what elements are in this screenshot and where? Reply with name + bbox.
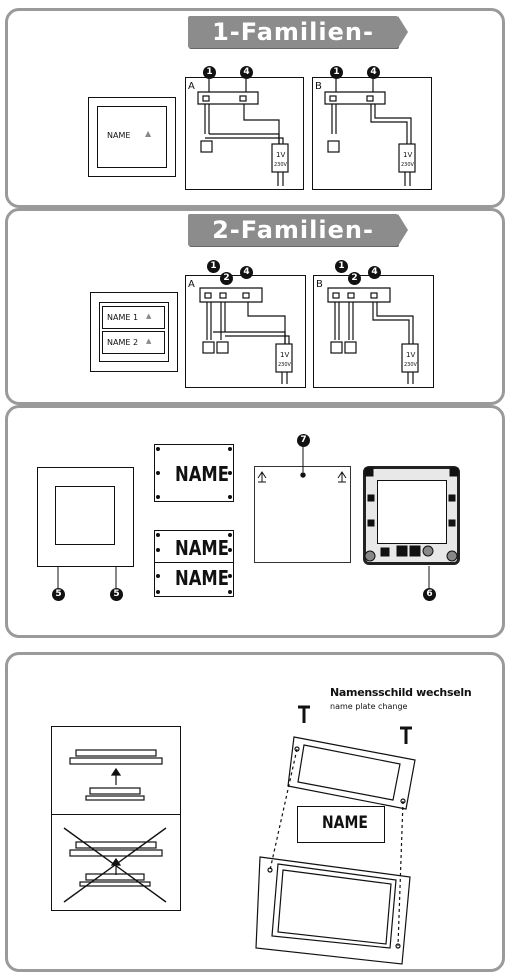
variant-label-b: B <box>316 279 323 290</box>
callout-2: 2 <box>348 272 361 285</box>
name-insert-label: NAME <box>322 813 368 833</box>
callout-1: 1 <box>330 66 343 79</box>
plate-change-subtitle: name plate change <box>330 702 408 711</box>
callout-1: 1 <box>203 66 216 79</box>
mains-label: 230V <box>404 362 417 368</box>
callout-4: 4 <box>240 266 253 279</box>
callout-1: 1 <box>335 260 348 273</box>
nameplate-label: NAME <box>107 131 131 140</box>
name-plate-single-label: NAME <box>175 462 229 486</box>
nameplate-label-1: NAME 1 <box>107 313 139 322</box>
insert-instruction-divider <box>51 814 181 815</box>
mounting-sheet <box>254 466 351 563</box>
relay-label: 1V <box>406 351 416 359</box>
nameplate-label-2: NAME 2 <box>107 338 139 347</box>
relay-label: 1V <box>276 151 286 159</box>
callout-7: 7 <box>297 434 310 447</box>
bell-icon: ▲ <box>146 337 152 345</box>
variant-label-a: A <box>188 279 195 290</box>
wiring-diagram-a <box>185 275 306 388</box>
callout-5: 5 <box>110 588 123 601</box>
heading-one-family: 1-Familien-Haus <box>188 16 408 78</box>
wiring-diagram-b <box>313 275 434 388</box>
mains-label: 230V <box>401 162 414 168</box>
relay-label: 1V <box>403 151 413 159</box>
callout-1: 1 <box>207 260 220 273</box>
nameplate-inner-single <box>97 106 167 168</box>
name-plate-double-label-1: NAME <box>175 536 229 560</box>
plate-change-title: Namensschild wechseln <box>330 686 472 699</box>
callout-2: 2 <box>220 272 233 285</box>
heading-two-family: 2-Familien-Haus <box>188 214 408 276</box>
nameplate-slot-2 <box>102 331 165 354</box>
name-plate-double-label-2: NAME <box>175 566 229 590</box>
mains-label: 230V <box>278 362 291 368</box>
name-plate-double-divider <box>154 562 234 563</box>
variant-label-b: B <box>315 81 322 92</box>
wiring-diagram-a <box>185 77 304 190</box>
cover-frame-inner <box>55 486 115 545</box>
bell-icon: ▲ <box>145 129 152 138</box>
relay-label: 1V <box>280 351 290 359</box>
name-plate-single <box>154 444 234 502</box>
callout-4: 4 <box>368 266 381 279</box>
variant-label-a: A <box>188 81 195 92</box>
nameplate-slot-1 <box>102 306 165 329</box>
housing-inner <box>377 480 447 544</box>
insert-instruction <box>51 726 181 911</box>
name-plate-double <box>154 530 234 597</box>
callout-4: 4 <box>240 66 253 79</box>
wiring-diagram-b <box>312 77 432 190</box>
callout-4: 4 <box>367 66 380 79</box>
mains-label: 230V <box>274 162 287 168</box>
callout-5: 5 <box>52 588 65 601</box>
callout-6: 6 <box>423 588 436 601</box>
bell-icon: ▲ <box>146 312 152 320</box>
